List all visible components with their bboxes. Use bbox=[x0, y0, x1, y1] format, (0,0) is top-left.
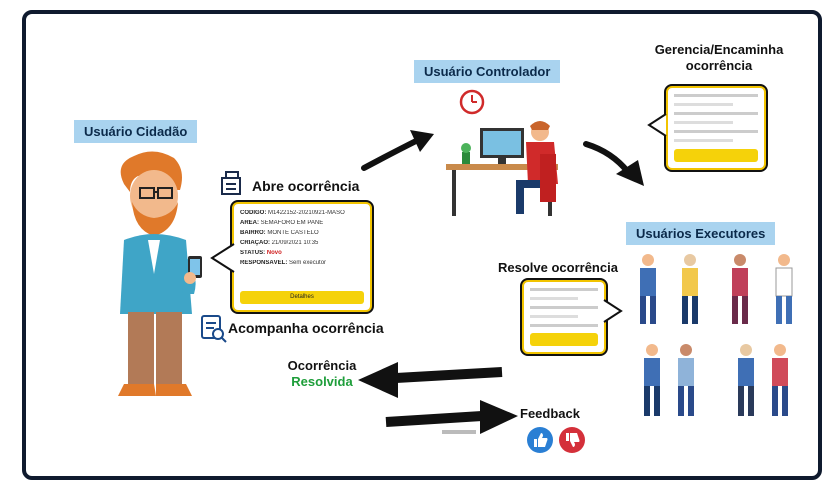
controller-illustration bbox=[446, 121, 558, 216]
ticket-bairro: BAIRRO: MONTE CASTELO bbox=[240, 230, 319, 236]
ticket-card-resolve-button[interactable] bbox=[530, 333, 598, 346]
citizen-illustration bbox=[118, 151, 202, 396]
arrow-feedback bbox=[385, 400, 518, 434]
ticket-status: STATUS: Novo bbox=[240, 250, 282, 256]
ticket-responsavel: RESPONSÁVEL: Sem executor bbox=[240, 260, 327, 266]
step-abre-ocorrencia: Abre ocorrência bbox=[252, 178, 360, 194]
diagram-frame: Usuário Cidadão Usuário Controlador Usuá… bbox=[22, 10, 822, 480]
track-ticket-icon bbox=[201, 315, 227, 343]
ticket-card-pointer bbox=[210, 243, 235, 273]
arrow-to-controller bbox=[361, 130, 434, 171]
arrow-resolvida bbox=[358, 362, 503, 398]
executors-illustration bbox=[640, 254, 793, 416]
label-usuario-controlador: Usuário Controlador bbox=[414, 60, 561, 83]
ticket-card: CÓDIGO: M1422152-20210921-MASO ÁREA: SEM… bbox=[232, 202, 372, 312]
label-usuarios-executores: Usuários Executores bbox=[626, 222, 776, 245]
ticket-details-button[interactable]: Detalhes bbox=[240, 291, 364, 304]
step-ocorrencia-resolvida: Ocorrência Resolvida bbox=[287, 358, 357, 389]
clock-icon bbox=[459, 89, 485, 115]
thumbs-up-icon[interactable] bbox=[526, 426, 554, 454]
ticket-card-resolve-pointer bbox=[603, 299, 623, 323]
ticket-area: ÁREA: SEMÁFORO EM PANE bbox=[240, 220, 324, 226]
arrow-to-executors bbox=[583, 141, 644, 186]
ticket-codigo: CÓDIGO: M1422152-20210921-MASO bbox=[240, 210, 345, 216]
ticket-card-gerencia bbox=[666, 86, 766, 170]
executor-figure bbox=[640, 254, 656, 324]
thumbs-down-icon[interactable] bbox=[558, 426, 586, 454]
step-gerencia-encaminha: Gerencia/Encaminha ocorrência bbox=[654, 42, 784, 73]
ticket-card-gerencia-pointer bbox=[647, 113, 667, 137]
ticket-criacao: CRIAÇÃO: 21/09/2021 10:35 bbox=[240, 240, 319, 246]
ticket-card-resolve bbox=[522, 280, 606, 354]
step-acompanha-ocorrencia: Acompanha ocorrência bbox=[228, 320, 384, 336]
step-resolve-ocorrencia: Resolve ocorrência bbox=[498, 260, 618, 275]
step-feedback: Feedback bbox=[520, 406, 580, 421]
label-usuario-cidadao: Usuário Cidadão bbox=[74, 120, 198, 143]
open-ticket-icon bbox=[221, 171, 241, 195]
ticket-card-gerencia-button[interactable] bbox=[674, 149, 758, 162]
